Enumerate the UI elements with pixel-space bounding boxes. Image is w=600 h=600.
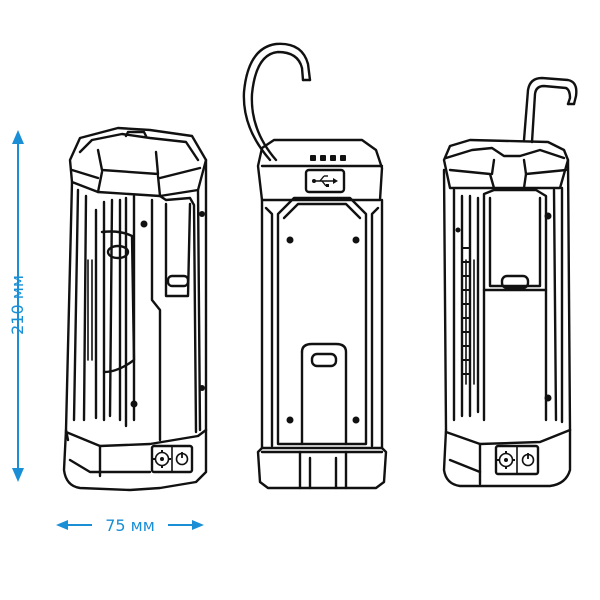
usb-icon bbox=[312, 175, 338, 187]
lantern-front-angled bbox=[62, 126, 208, 492]
height-label: 210 мм bbox=[8, 275, 27, 335]
power-icon[interactable] bbox=[175, 452, 189, 466]
height-dimension: 210 мм bbox=[8, 130, 27, 482]
gear-icon[interactable] bbox=[497, 451, 515, 469]
lantern-front-hook-raised bbox=[442, 76, 578, 488]
width-dimension: 75 мм bbox=[56, 516, 204, 535]
power-icon[interactable] bbox=[521, 453, 535, 467]
lantern-side-hook bbox=[242, 42, 388, 490]
gear-icon[interactable] bbox=[153, 450, 171, 468]
width-label: 75 мм bbox=[105, 516, 155, 535]
